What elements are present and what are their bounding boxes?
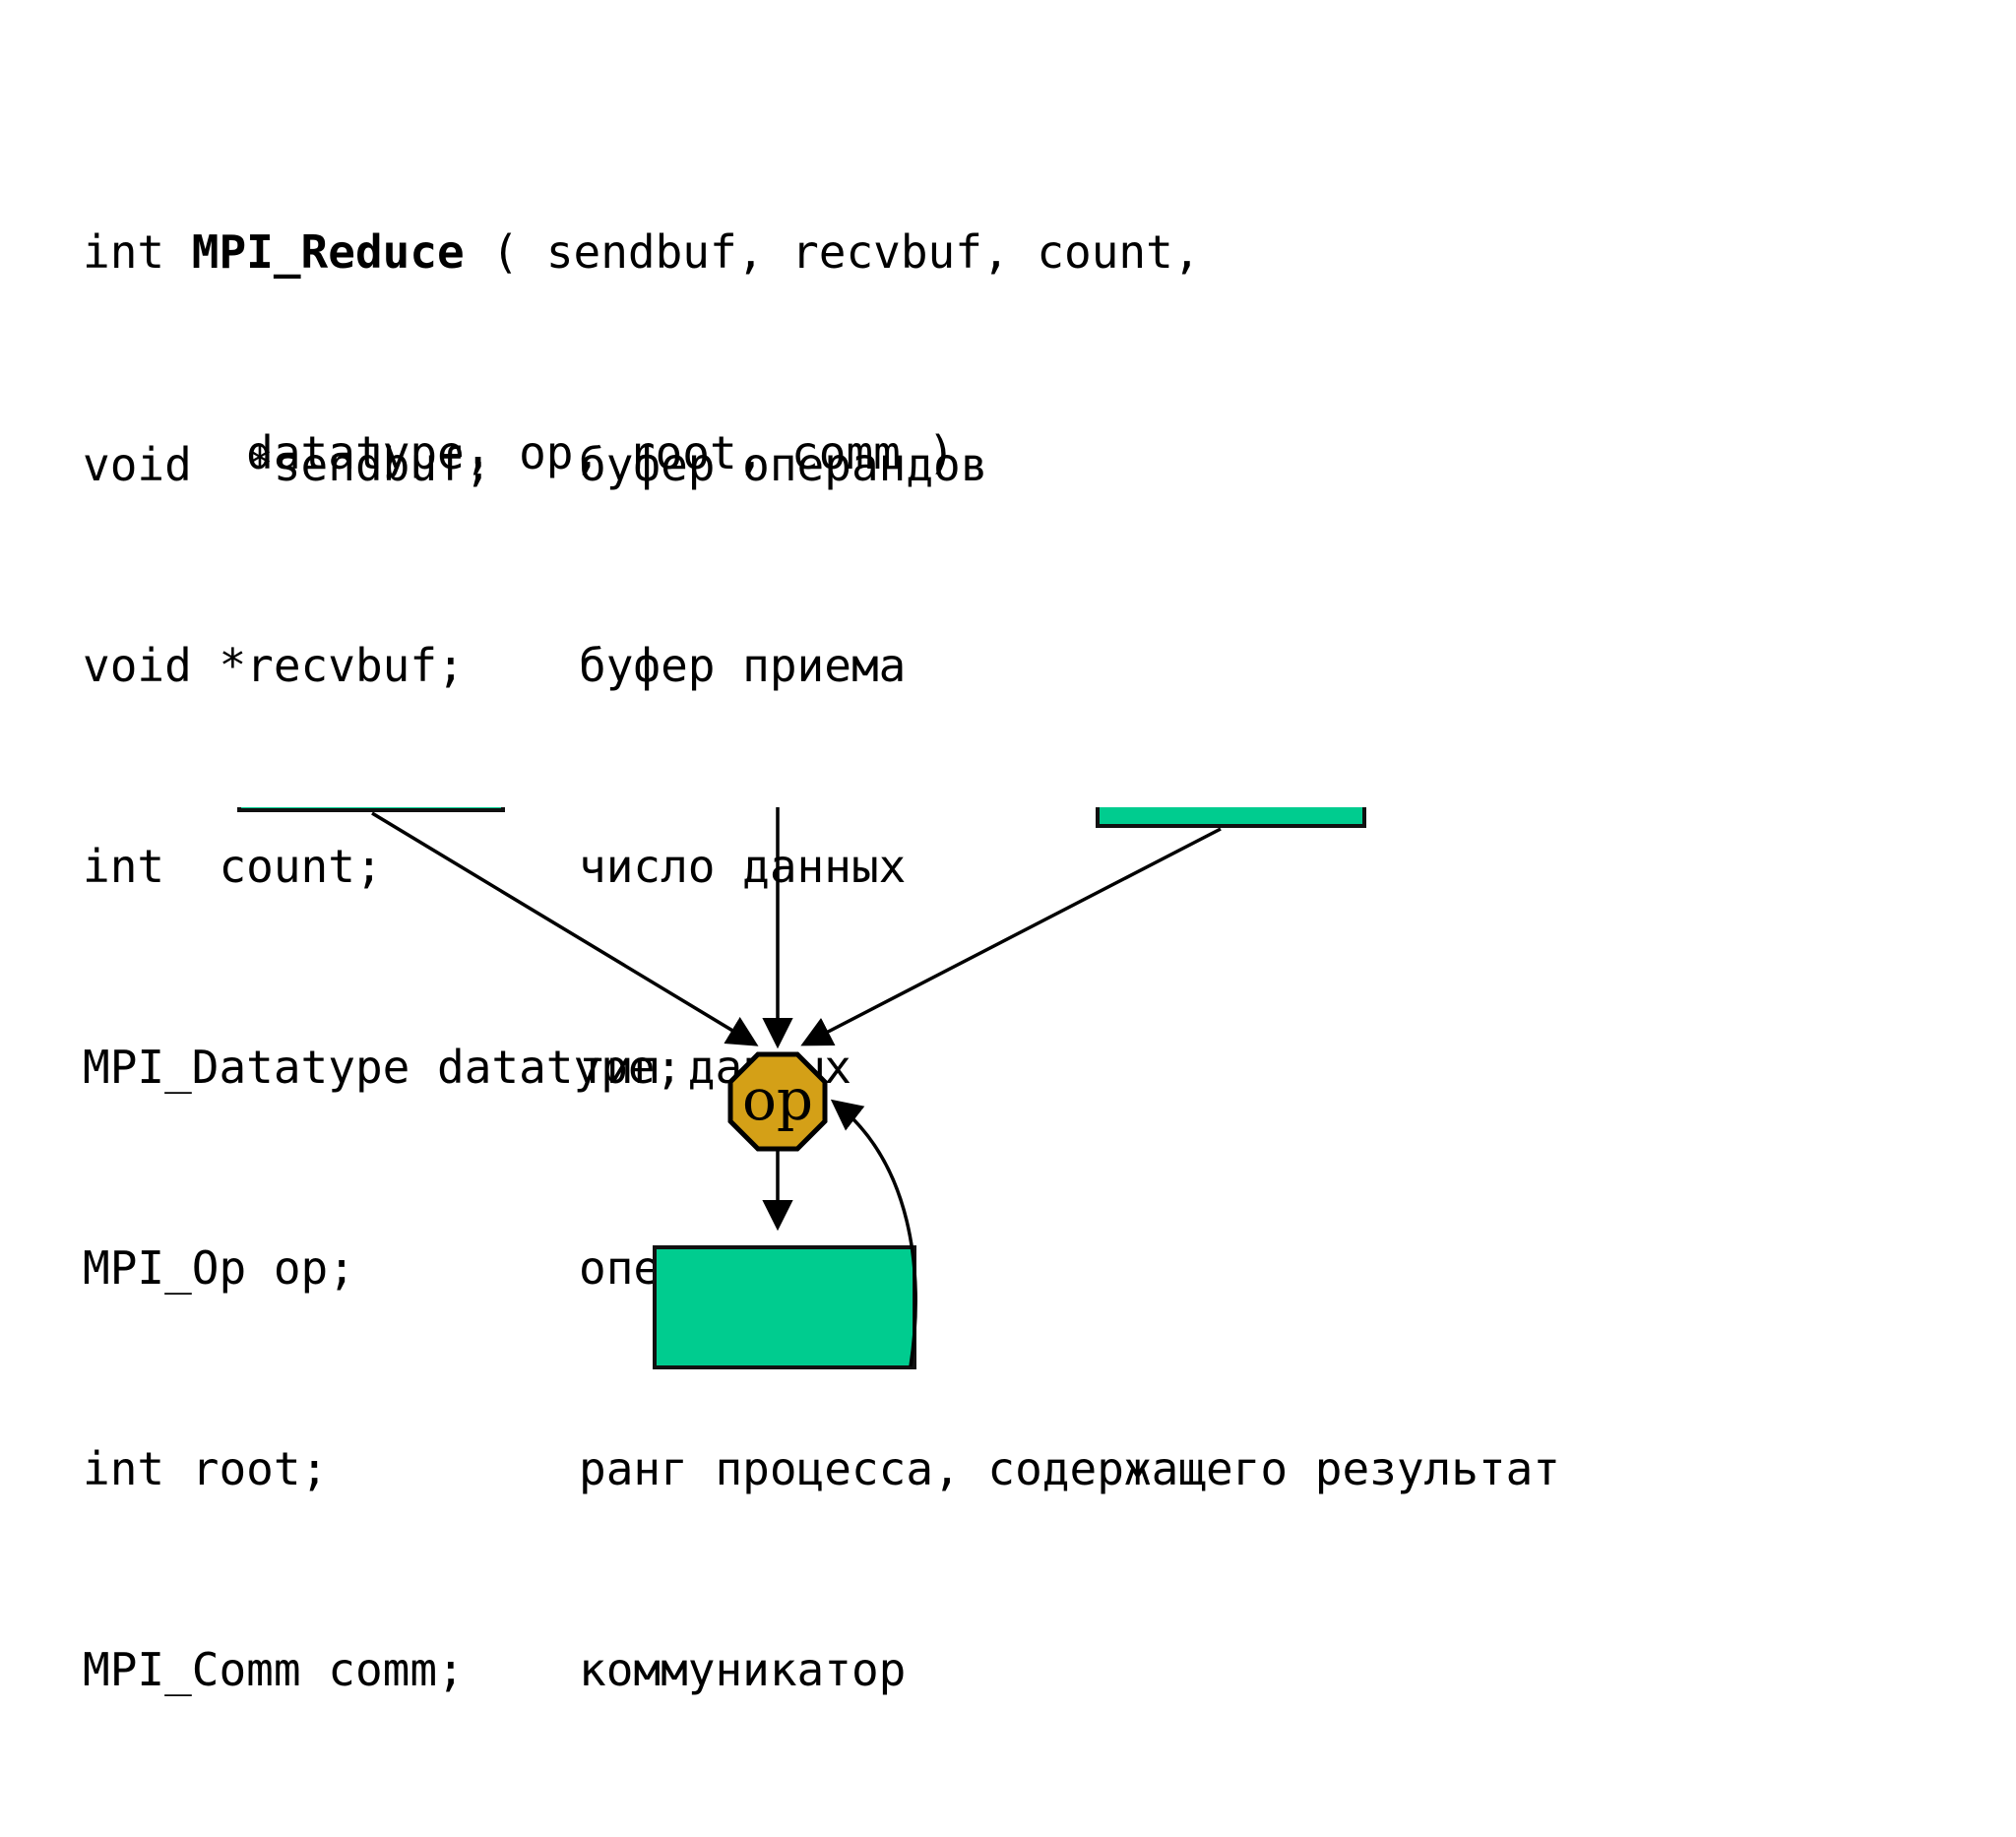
parameter-row: MPI_Comm comm; коммуникатор: [83, 1636, 1560, 1703]
parameter-declaration: MPI_Comm comm;: [83, 1643, 465, 1696]
parameter-row: void *sendbuf; буфер операндов: [83, 431, 1560, 498]
parameter-declaration: void *sendbuf;: [83, 438, 492, 491]
source-buffer-left: [237, 807, 505, 812]
signature-return-type: int: [83, 225, 192, 279]
parameter-declaration: MPI_Op op;: [83, 1241, 355, 1295]
parameter-declaration: void *recvbuf;: [83, 639, 465, 692]
op-node-label: op: [742, 1066, 813, 1133]
function-signature-block: int MPI_Reduce ( sendbuf, recvbuf, count…: [83, 85, 1200, 620]
arrow-result-to-op-feedback: [830, 1099, 917, 1367]
op-node[interactable]: [727, 1051, 828, 1152]
parameter-description: ранг процесса, содержащего результат: [579, 1442, 1560, 1495]
result-buffer: [653, 1245, 916, 1369]
parameter-row: int count; число данных: [83, 833, 1560, 900]
source-buffer-right: [1096, 807, 1366, 828]
arrow-right-to-op: [800, 827, 1222, 1046]
parameter-description: коммуникатор: [579, 1643, 907, 1696]
parameter-row: void *recvbuf; буфер приема: [83, 632, 1560, 699]
parameter-row: MPI_Datatype datatype;тип данных: [83, 1034, 1560, 1101]
parameter-declaration: int count;: [83, 840, 383, 893]
parameter-row: int root; ранг процесса, содержащего резу…: [83, 1435, 1560, 1502]
signature-line-2: datatype, op, root, comm ): [83, 426, 956, 479]
parameter-description: буфер операндов: [579, 438, 988, 491]
signature-args-first: ( sendbuf, recvbuf, count,: [464, 225, 1201, 279]
reduce-diagram: op: [0, 807, 2016, 1512]
parameter-description: число данных: [579, 840, 907, 893]
parameter-declaration: int root;: [83, 1442, 329, 1495]
slide-page: int MPI_Reduce ( sendbuf, recvbuf, count…: [0, 85, 2016, 1696]
signature-function-name: MPI_Reduce: [191, 225, 465, 279]
parameter-list: void *sendbuf; буфер операндов void *recv…: [83, 297, 1560, 1837]
parameter-description: буфер приема: [579, 639, 907, 692]
signature-line-1: int MPI_Reduce ( sendbuf, recvbuf, count…: [83, 219, 1200, 285]
arrow-left-to-op: [371, 811, 759, 1046]
